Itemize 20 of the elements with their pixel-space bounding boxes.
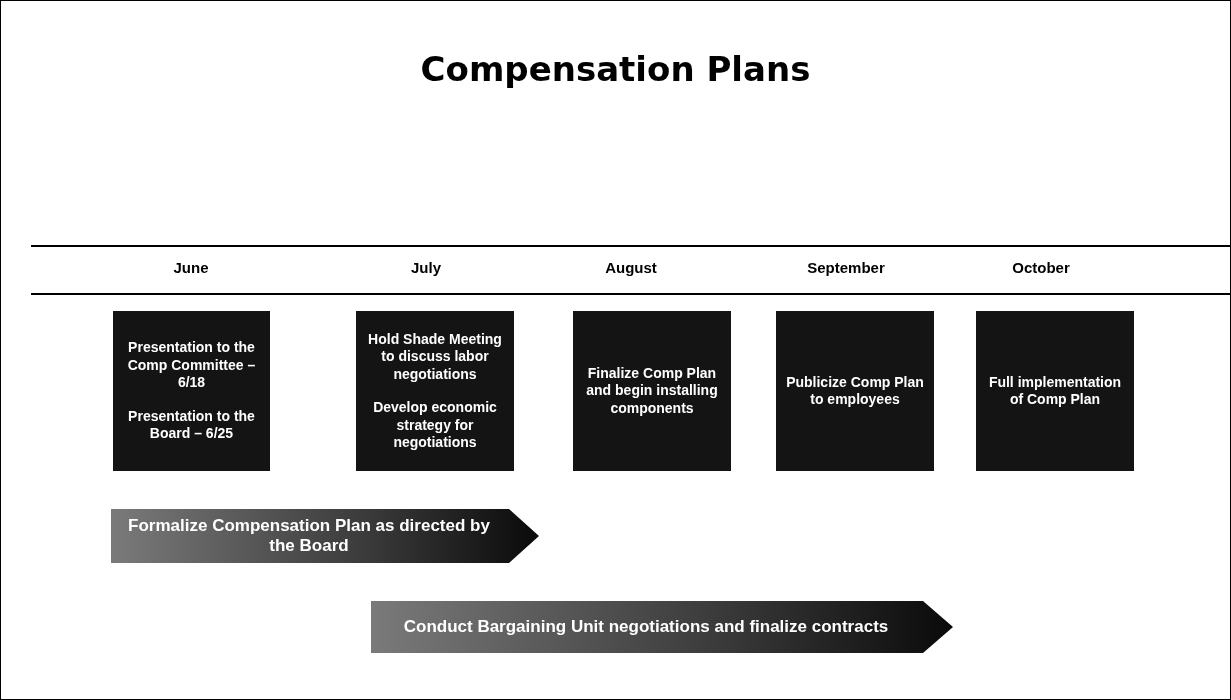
- task-box: [776, 311, 934, 471]
- task-box: [113, 311, 270, 471]
- month-label: September: [806, 259, 886, 276]
- task-text: Formalize Compensation Plan as directed by the Board: [127, 515, 491, 557]
- task-text: Full implementation of Comp Plan: [987, 373, 1123, 409]
- task-text: Conduct Bargaining Unit negotiations and finalize contracts: [403, 616, 889, 638]
- task-box: [573, 311, 731, 471]
- month-label: October: [1011, 259, 1071, 276]
- task-box: [976, 311, 1134, 471]
- task-text: Develop economic strategy for negotiations: [372, 399, 498, 452]
- month-label: June: [172, 259, 210, 276]
- task-text: Presentation to the Board – 6/25: [127, 407, 256, 443]
- task-text: Presentation to the Comp Committee – 6/18: [126, 339, 257, 392]
- month-label: August: [604, 259, 658, 276]
- task-text: Finalize Comp Plan and begin installing components: [585, 364, 719, 418]
- month-label: July: [410, 259, 442, 276]
- task-text: Hold Shade Meeting to discuss labor negotiations: [367, 330, 503, 383]
- title: Compensation Plans: [420, 49, 811, 89]
- task-text: Publicize Comp Plan to employees: [785, 373, 925, 409]
- task-box: [356, 311, 514, 471]
